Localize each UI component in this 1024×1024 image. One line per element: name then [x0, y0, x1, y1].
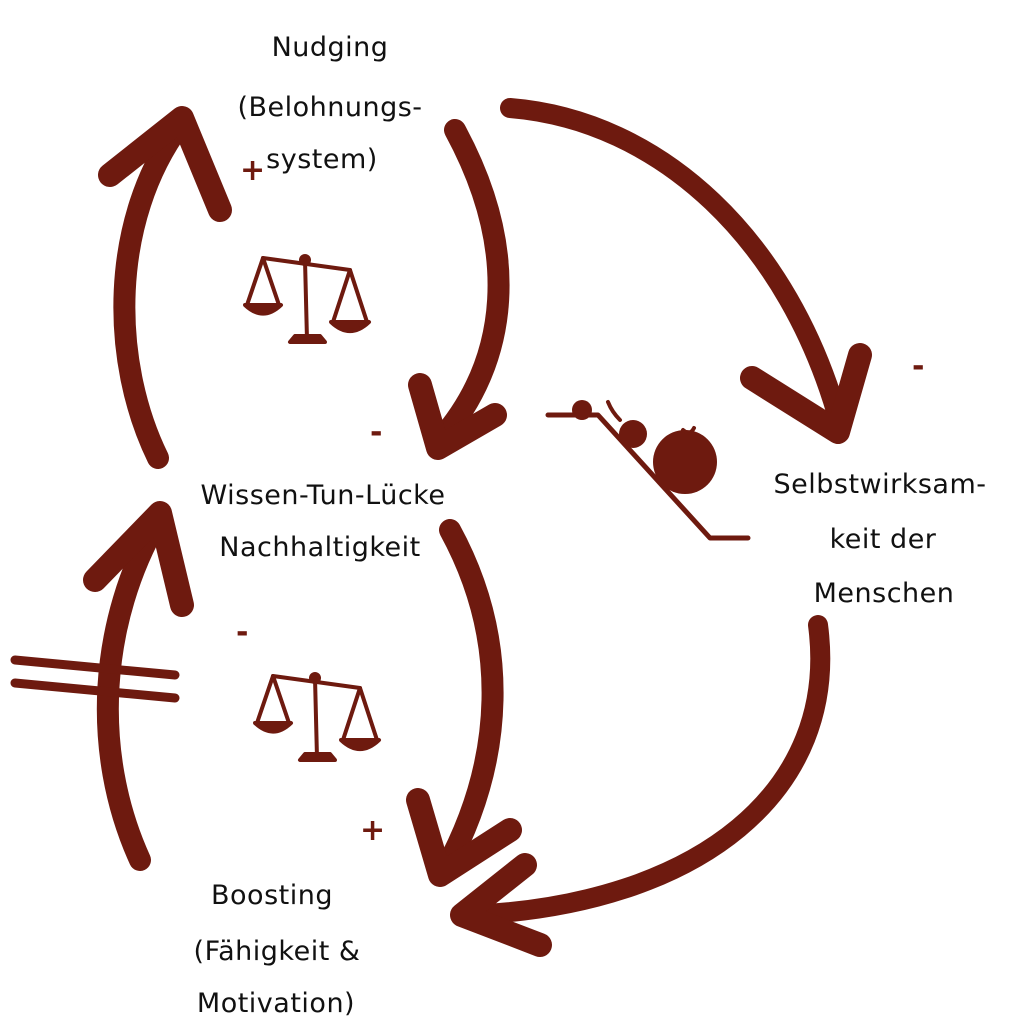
arrow-self-efficacy-to-boosting: [450, 615, 831, 957]
arrow-nudging-to-self-efficacy: [500, 98, 872, 444]
arrow-boosting-to-gap: [83, 501, 194, 871]
arrow-gap-to-boosting: [406, 519, 522, 887]
node-label: Motivation): [197, 988, 355, 1019]
node-label: Selbstwirksam-: [773, 469, 986, 500]
balance-scale-icon: [253, 672, 381, 762]
polarity-sign: -: [236, 615, 248, 650]
node-label: Nudging: [272, 32, 389, 63]
polarity-sign: +: [240, 153, 265, 188]
node-label: Nachhaltigkeit: [219, 532, 420, 563]
snowball-slope-icon: [545, 400, 751, 541]
node-label: Wissen-Tun-Lücke: [201, 480, 446, 511]
node-nudging: Nudging (Belohnungs- system): [237, 32, 422, 175]
node-label: system): [266, 144, 378, 175]
polarity-sign: -: [370, 415, 382, 450]
node-label: keit der: [830, 524, 937, 555]
node-label: Boosting: [211, 880, 333, 911]
polarity-sign: +: [360, 813, 385, 848]
node-label: (Belohnungs-: [237, 92, 422, 123]
delay-mark-icon: [10, 655, 180, 703]
node-self-efficacy: Selbstwirksam- keit der Menschen: [773, 469, 986, 609]
balance-scale-icon: [243, 254, 371, 344]
node-boosting: Boosting (Fähigkeit & Motivation): [194, 880, 361, 1019]
node-label: Menschen: [814, 578, 955, 609]
node-label: (Fähigkeit &: [194, 936, 361, 967]
node-knowledge-action-gap: Wissen-Tun-Lücke Nachhaltigkeit: [201, 480, 446, 563]
arrow-nudging-to-gap: [408, 119, 510, 460]
polarity-sign: -: [912, 349, 924, 384]
arrow-gap-to-nudging: [98, 106, 232, 469]
